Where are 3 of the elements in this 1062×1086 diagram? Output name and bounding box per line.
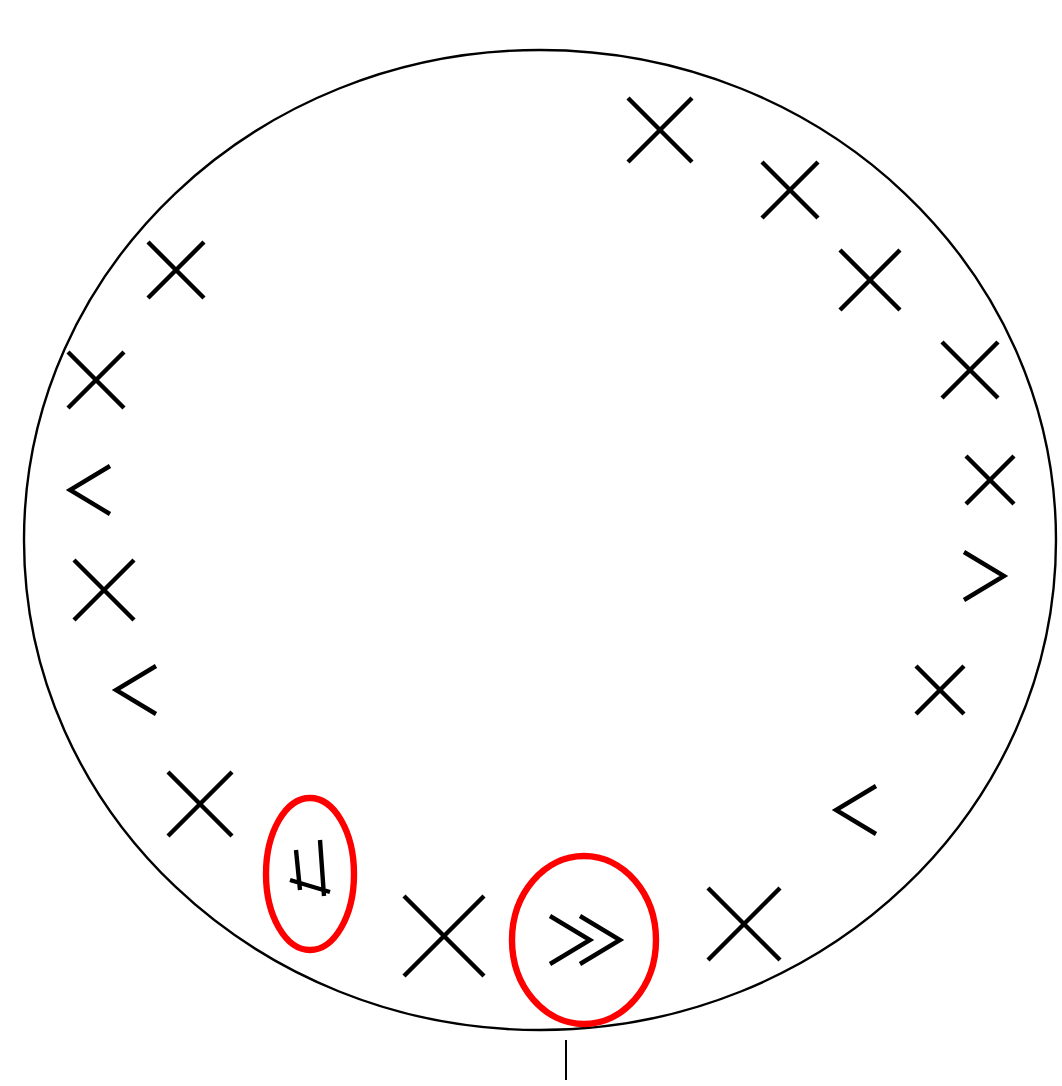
highlight-ellipse bbox=[508, 852, 660, 1028]
highlight-ellipse bbox=[262, 794, 358, 954]
circle-outline bbox=[22, 48, 1058, 1032]
